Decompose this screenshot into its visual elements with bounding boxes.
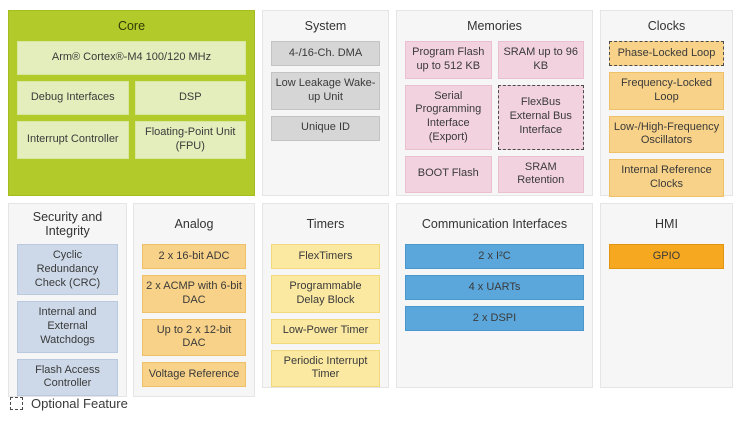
block-i2c: 2 x I²C: [405, 244, 584, 269]
block-dac: Up to 2 x 12-bit DAC: [142, 318, 246, 356]
block-periodic-interrupt-timer: Periodic Interrupt Timer: [271, 349, 380, 387]
section-communication: Communication Interfaces 2 x I²C 4 x UAR…: [396, 203, 593, 388]
security-stack: Cyclic Redundancy Check (CRC) Internal a…: [17, 244, 118, 396]
section-memories: Memories Program Flash up to 512 KB SRAM…: [396, 10, 593, 196]
block-adc: 2 x 16-bit ADC: [142, 244, 246, 269]
block-acmp: 2 x ACMP with 6-bit DAC: [142, 275, 246, 313]
block-llwu: Low Leakage Wake-up Unit: [271, 72, 380, 110]
block-dma: 4-/16-Ch. DMA: [271, 41, 380, 66]
block-pll-optional: Phase-Locked Loop: [609, 41, 724, 66]
optional-feature-dashed-swatch-icon: [10, 397, 23, 410]
block-fpu: Floating-Point Unit (FPU): [134, 121, 246, 159]
section-analog-title: Analog: [174, 216, 214, 231]
section-hmi-title: HMI: [655, 216, 678, 231]
timers-stack: FlexTimers Programmable Delay Block Low-…: [271, 244, 380, 387]
section-clocks-title: Clocks: [647, 18, 686, 33]
memories-grid: Program Flash up to 512 KB SRAM up to 96…: [405, 41, 584, 193]
block-uarts: 4 x UARTs: [405, 275, 584, 300]
section-security: Security and Integrity Cyclic Redundancy…: [8, 203, 127, 397]
section-clocks: Clocks Phase-Locked Loop Frequency-Locke…: [600, 10, 733, 197]
core-grid: Debug Interfaces DSP Interrupt Controlle…: [17, 81, 246, 159]
block-fll: Frequency-Locked Loop: [609, 72, 724, 110]
section-hmi: HMI GPIO: [600, 203, 733, 388]
section-system: System 4-/16-Ch. DMA Low Leakage Wake-up…: [262, 10, 389, 196]
section-analog: Analog 2 x 16-bit ADC 2 x ACMP with 6-bi…: [133, 203, 255, 397]
block-debug-interfaces: Debug Interfaces: [17, 81, 129, 115]
block-voltage-reference: Voltage Reference: [142, 362, 246, 387]
block-programmable-delay-block: Programmable Delay Block: [271, 275, 380, 313]
section-communication-title: Communication Interfaces: [421, 216, 568, 231]
legend-optional-feature: Optional Feature: [10, 396, 128, 411]
block-low-power-timer: Low-Power Timer: [271, 318, 380, 344]
system-stack: 4-/16-Ch. DMA Low Leakage Wake-up Unit U…: [271, 41, 380, 141]
clocks-stack: Phase-Locked Loop Frequency-Locked Loop …: [609, 41, 724, 197]
legend-label: Optional Feature: [31, 396, 128, 411]
core-cpu-row: Arm® Cortex®-M4 100/120 MHz: [17, 41, 246, 75]
analog-stack: 2 x 16-bit ADC 2 x ACMP with 6-bit DAC U…: [142, 244, 246, 387]
block-boot-flash: BOOT Flash: [405, 155, 492, 193]
section-core: Core Arm® Cortex®-M4 100/120 MHz Debug I…: [8, 10, 255, 196]
section-memories-title: Memories: [467, 18, 522, 33]
block-unique-id: Unique ID: [271, 115, 380, 141]
section-security-title: Security and Integrity: [32, 209, 103, 238]
block-serial-programming: Serial Programming Interface (Export): [405, 84, 492, 150]
block-dsp: DSP: [134, 81, 246, 115]
block-cpu: Arm® Cortex®-M4 100/120 MHz: [17, 41, 246, 75]
block-sram-retention: SRAM Retention: [497, 155, 584, 193]
security-analog-pair: Security and Integrity Cyclic Redundancy…: [8, 203, 255, 397]
block-internal-reference-clocks: Internal Reference Clocks: [609, 159, 724, 197]
hmi-stack: GPIO: [609, 244, 724, 269]
section-timers-title: Timers: [306, 216, 345, 231]
block-program-flash: Program Flash up to 512 KB: [405, 41, 492, 79]
block-flexbus-optional: FlexBus External Bus Interface: [497, 84, 584, 150]
block-crc: Cyclic Redundancy Check (CRC): [17, 244, 118, 296]
section-timers: Timers FlexTimers Programmable Delay Blo…: [262, 203, 389, 388]
block-watchdogs: Internal and External Watchdogs: [17, 301, 118, 353]
block-sram: SRAM up to 96 KB: [497, 41, 584, 79]
block-dspi: 2 x DSPI: [405, 306, 584, 331]
block-gpio: GPIO: [609, 244, 724, 269]
block-flextimers: FlexTimers: [271, 244, 380, 269]
section-system-title: System: [304, 18, 347, 33]
section-core-title: Core: [117, 18, 146, 33]
diagram-grid: Core Arm® Cortex®-M4 100/120 MHz Debug I…: [8, 10, 733, 397]
block-oscillators: Low-/High-Frequency Oscillators: [609, 115, 724, 153]
communication-stack: 2 x I²C 4 x UARTs 2 x DSPI: [405, 244, 584, 331]
block-interrupt-controller: Interrupt Controller: [17, 121, 129, 159]
block-flash-access-controller: Flash Access Controller: [17, 358, 118, 396]
